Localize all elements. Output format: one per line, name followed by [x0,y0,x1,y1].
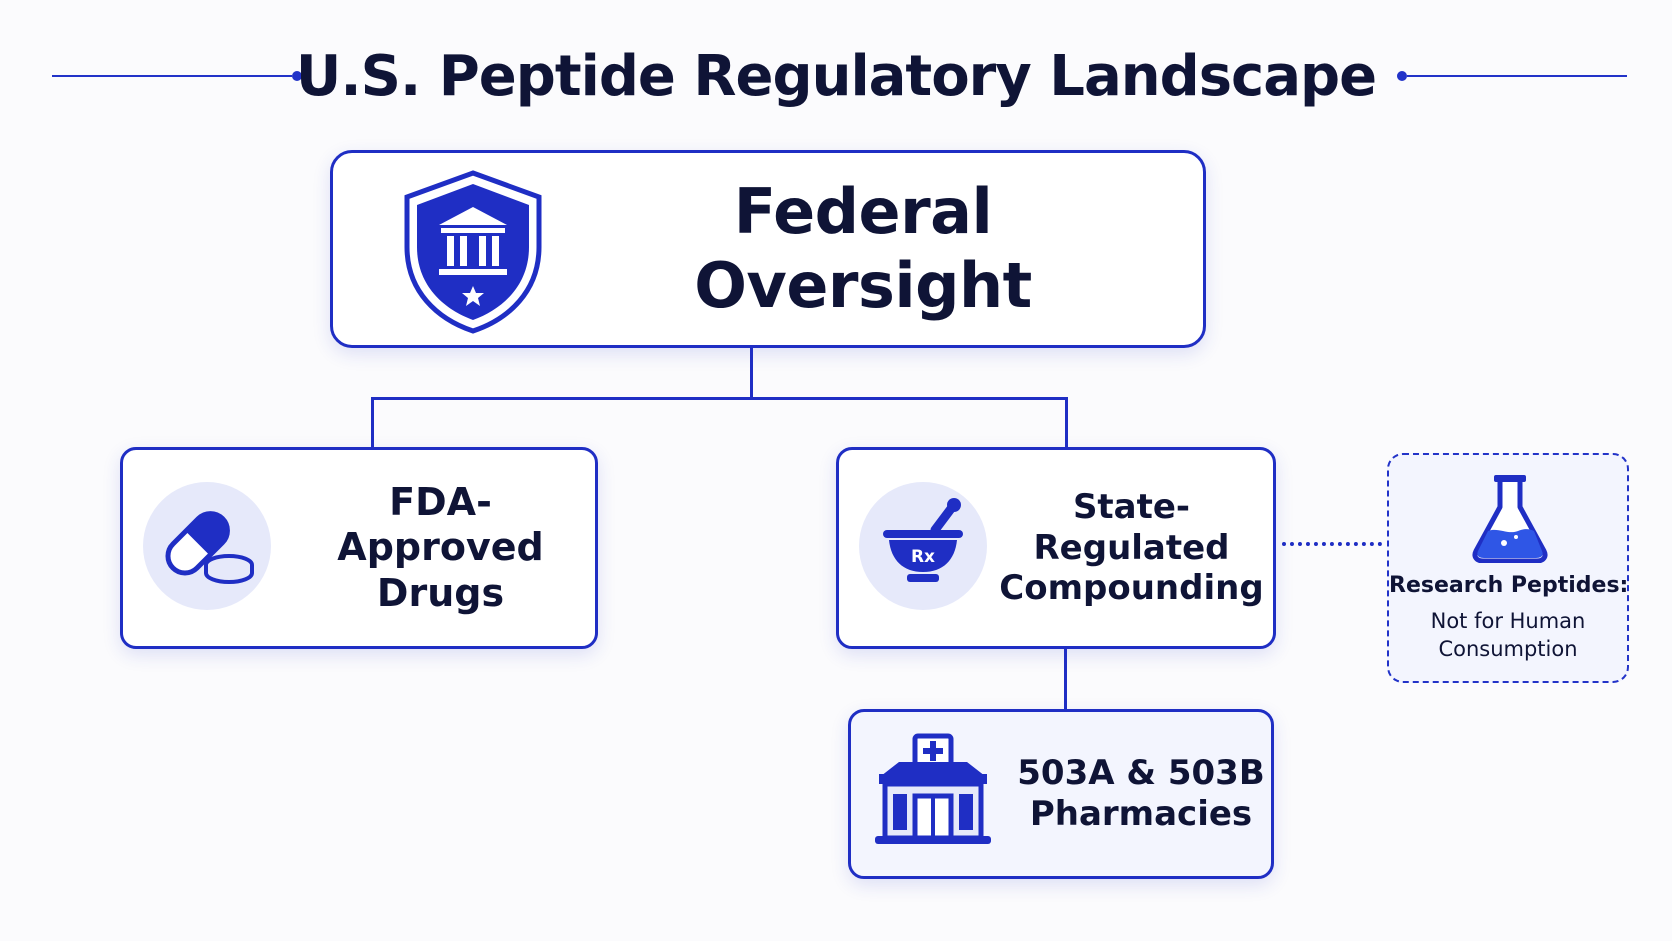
federal-oversight-node: Federal Oversight [330,150,1206,348]
mortar-icon-background: Rx [859,482,987,610]
connector-to-fda [371,397,374,449]
title-rule-right [1407,75,1627,77]
connector-to-state [1065,397,1068,449]
state-regulated-compounding-label: State-Regulated Compounding [999,486,1264,609]
pharmacy-building-icon [875,732,991,856]
connector-state-to-pharmacies [1064,648,1067,710]
research-peptides-subtitle: Not for Human Consumption [1430,609,1586,662]
fda-approved-drugs-label: FDA-Approved Drugs [337,479,544,615]
research-peptides-title: Research Peptides: [1389,573,1629,598]
diagram-title: U.S. Peptide Regulatory Landscape [295,43,1377,109]
503a-503b-pharmacies-label: 503A & 503B Pharmacies [1017,753,1265,834]
503a-503b-pharmacies-node: 503A & 503B Pharmacies [848,709,1274,879]
title-rule-left-dot [292,71,302,81]
pill-capsule-icon [157,499,257,593]
connector-state-to-research [1282,542,1382,546]
connector-federal-down [750,346,753,398]
fda-approved-drugs-node: FDA-Approved Drugs [120,447,598,649]
svg-text:Rx: Rx [911,547,935,567]
shield-courthouse-icon [401,169,545,339]
flask-icon [1470,473,1550,567]
title-rule-right-dot [1397,71,1407,81]
connector-branch-horizontal [371,397,1068,400]
mortar-pestle-rx-icon: Rx [873,496,973,596]
pill-icon-background [143,482,271,610]
state-regulated-compounding-node: Rx State-Regulated Compounding [836,447,1276,649]
research-peptides-node: Research Peptides: Not for Human Consump… [1387,453,1629,683]
title-rule-left [52,75,292,77]
federal-oversight-label: Federal Oversight [694,174,1032,322]
